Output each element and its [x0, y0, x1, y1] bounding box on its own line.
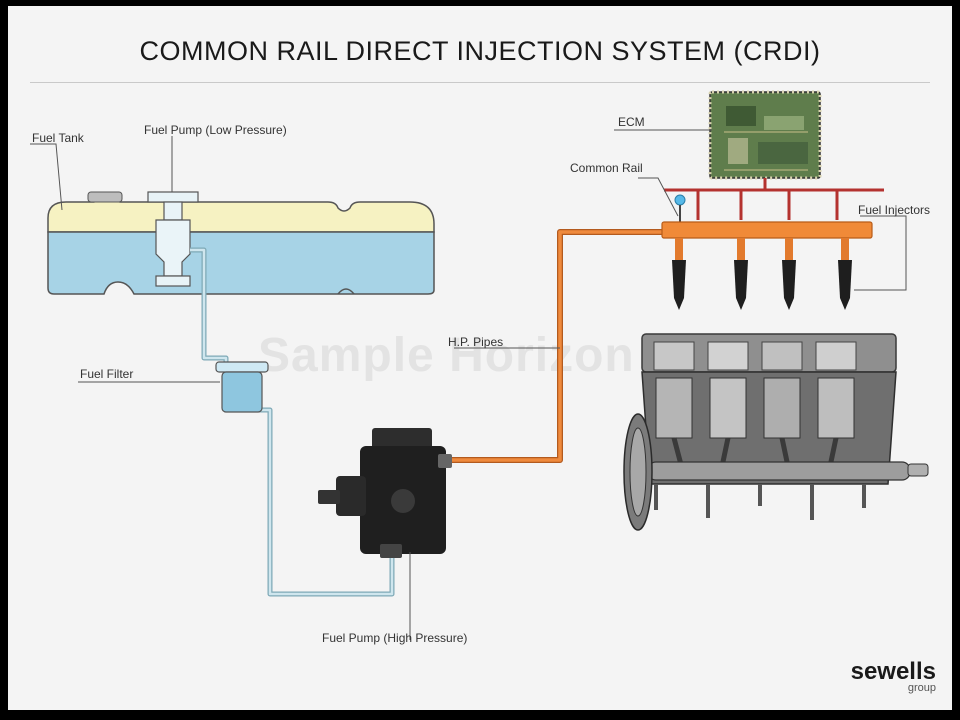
ecm-unit — [708, 90, 822, 180]
label-fuel-filter: Fuel Filter — [80, 367, 133, 381]
watermark: Sample Horizon — [258, 329, 635, 382]
common-rail — [661, 221, 873, 239]
fuel-tank-liquid — [47, 231, 435, 295]
injector-2 — [734, 238, 748, 310]
page-title: COMMON RAIL DIRECT INJECTION SYSTEM (CRD… — [139, 36, 821, 66]
injector-4 — [838, 238, 852, 310]
label-fuel-pump-low: Fuel Pump (Low Pressure) — [144, 123, 287, 137]
fuel-injectors — [672, 238, 852, 310]
label-fuel-pump-high: Fuel Pump (High Pressure) — [322, 631, 467, 645]
label-common-rail: Common Rail — [570, 161, 643, 175]
low-pressure-pump — [147, 191, 199, 287]
fuel-tank-air-space — [47, 195, 435, 233]
label-fuel-injectors: Fuel Injectors — [858, 203, 930, 217]
fuel-filter — [215, 361, 269, 413]
injector-1 — [672, 238, 686, 310]
label-ecm: ECM — [618, 115, 645, 129]
title-divider — [30, 82, 930, 83]
fuel-tank — [47, 191, 435, 295]
label-fuel-tank: Fuel Tank — [32, 131, 85, 145]
rail-pressure-sensor — [674, 194, 686, 206]
engine-block — [623, 333, 929, 531]
label-hp-pipes: H.P. Pipes — [448, 335, 503, 349]
slide: COMMON RAIL DIRECT INJECTION SYSTEM (CRD… — [8, 6, 952, 710]
crdi-diagram: Fuel Tank Fuel Pump (Low Pressure) Fuel … — [30, 90, 930, 645]
fuel-tank-cap — [87, 191, 123, 203]
ecm-wiring — [664, 178, 884, 220]
brand-name: sewells — [850, 658, 936, 685]
brand-logo: sewells group — [850, 658, 936, 694]
high-pressure-pump — [318, 428, 452, 558]
leader-lines — [30, 129, 907, 640]
injector-3 — [782, 238, 796, 310]
brand-sub: group — [907, 682, 936, 694]
